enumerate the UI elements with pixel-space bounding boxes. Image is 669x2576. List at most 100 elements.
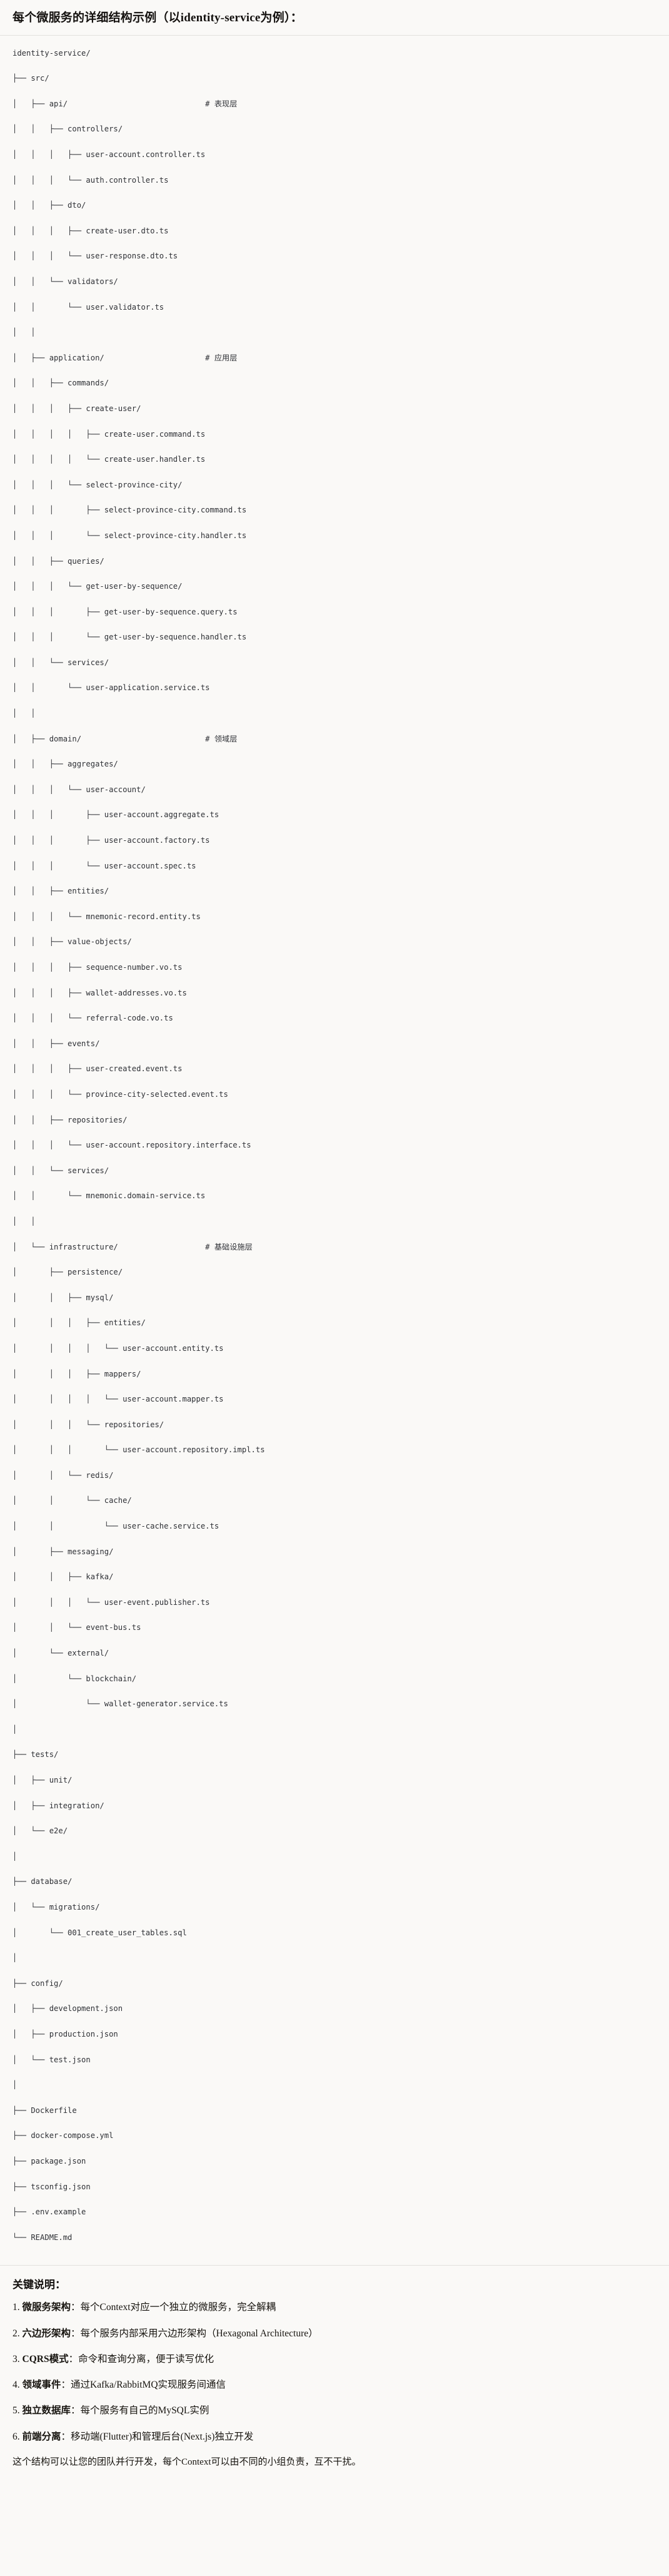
tree-line: │ │ └── cache/	[13, 1496, 132, 1505]
tree-line: │ ├── domain/ # 领域层	[13, 734, 238, 743]
tree-line: │ │ └── user.validator.ts	[13, 302, 164, 312]
page-title: 每个微服务的详细结构示例（以identity-service为例）：	[13, 11, 303, 24]
tree-line: │ │ │ ├── select-province-city.command.t…	[13, 506, 247, 515]
tree-line: │ │	[13, 709, 36, 718]
tree-line: │ │ ├── controllers/	[13, 125, 123, 134]
tree-line: │ └── 001_create_user_tables.sql	[13, 1928, 187, 1937]
tree-line: │ │ │ ├── entities/	[13, 1318, 146, 1328]
tree-line: │ │ │ └── referral-code.vo.ts	[13, 1014, 173, 1023]
tree-line: │ └── wallet-generator.service.ts	[13, 1699, 228, 1709]
tree-line: ├── tsconfig.json	[13, 2182, 91, 2191]
key-note-separator: ：	[68, 2353, 79, 2365]
document-header: 每个微服务的详细结构示例（以identity-service为例）：	[0, 0, 669, 36]
tree-line: identity-service/	[13, 48, 91, 58]
tree-line: │ │ │ └── get-user-by-sequence.handler.t…	[13, 633, 247, 642]
key-note-number: 2.	[13, 2328, 23, 2339]
tree-line: │ │ │ │ ├── create-user.command.ts	[13, 429, 206, 439]
tree-line: │ │ │ └── user-account.spec.ts	[13, 861, 196, 870]
key-note-item: 4. 领域事件：通过Kafka/RabbitMQ实现服务间通信	[13, 2378, 656, 2392]
tree-line: │ │ └── redis/	[13, 1470, 114, 1480]
tree-line: │ │ ├── queries/	[13, 556, 104, 566]
tree-line: │ │ └── services/	[13, 658, 109, 667]
tree-line: ├── docker-compose.yml	[13, 2131, 114, 2141]
tree-line: │ │ │ ├── user-created.event.ts	[13, 1064, 183, 1074]
tree-line: │ │ │ └── user-event.publisher.ts	[13, 1597, 210, 1607]
tree-line: │ │ ├── commands/	[13, 379, 109, 388]
tree-line: │ └── blockchain/	[13, 1674, 137, 1683]
tree-line: │ │ │ ├── mappers/	[13, 1369, 141, 1378]
tree-line: │ │ └── services/	[13, 1166, 109, 1175]
key-note-number: 3.	[13, 2353, 23, 2365]
key-note-item: 2. 六边形架构：每个服务内部采用六边形架构（Hexagonal Archite…	[13, 2326, 656, 2341]
key-note-term: 独立数据库	[22, 2405, 71, 2416]
tree-line: │ │ │ └── user-response.dto.ts	[13, 252, 178, 261]
key-note-separator: ：	[71, 2405, 81, 2416]
tree-line: │ │ │ └── mnemonic-record.entity.ts	[13, 912, 201, 921]
tree-line: │ └── test.json	[13, 2055, 91, 2064]
tree-line: │	[13, 1953, 18, 1963]
tree-line: │ ├── persistence/	[13, 1268, 123, 1277]
tree-line: │ ├── api/ # 表现层	[13, 99, 238, 108]
tree-line: │ │ ├── events/	[13, 1039, 100, 1048]
tree-line: └── README.md	[13, 2232, 73, 2242]
tree-line: │ │ │ └── repositories/	[13, 1420, 164, 1429]
key-note-item: 5. 独立数据库：每个服务有自己的MySQL实例	[13, 2403, 656, 2418]
tree-line: ├── package.json	[13, 2156, 86, 2166]
key-note-number: 5.	[13, 2405, 23, 2416]
tree-line: │ │ │ ├── wallet-addresses.vo.ts	[13, 988, 187, 997]
tree-line: │ │ └── mnemonic.domain-service.ts	[13, 1191, 206, 1201]
tree-line: ├── database/	[13, 1877, 73, 1886]
closing-paragraph: 这个结构可以让您的团队并行开发，每个Context可以由不同的小组负责，互不干扰…	[13, 2456, 361, 2467]
key-note-separator: ：	[61, 2431, 71, 2442]
key-note-term: 六边形架构	[22, 2328, 71, 2339]
tree-line: │ │ │ ├── sequence-number.vo.ts	[13, 963, 183, 972]
tree-line: │ │ │ └── user-account/	[13, 785, 146, 794]
key-note-description: 每个服务内部采用六边形架构（Hexagonal Architecture）	[80, 2328, 318, 2339]
tree-line: │ │ ├── value-objects/	[13, 937, 132, 947]
key-note-item: 6. 前端分离：移动端(Flutter)和管理后台(Next.js)独立开发	[13, 2430, 656, 2444]
document-page: 每个微服务的详细结构示例（以identity-service为例）： ident…	[0, 0, 669, 2481]
tree-line: │	[13, 2080, 18, 2090]
key-note-number: 1.	[13, 2302, 23, 2313]
tree-line: │ │ │ ├── create-user.dto.ts	[13, 226, 169, 235]
tree-line: │ │ │ ├── user-account.controller.ts	[13, 150, 206, 160]
key-note-item: 3. CQRS模式：命令和查询分离，便于读写优化	[13, 2352, 656, 2366]
tree-line: │ │ │ ├── user-account.aggregate.ts	[13, 810, 219, 820]
tree-line: │ │ │ ├── create-user/	[13, 404, 141, 413]
key-note-item: 1. 微服务架构：每个Context对应一个独立的微服务，完全解耦	[13, 2300, 656, 2314]
tree-line: │ ├── application/ # 应用层	[13, 353, 238, 362]
tree-line: │ │ └── validators/	[13, 277, 118, 286]
tree-line: │ ├── unit/	[13, 1776, 73, 1785]
tree-line: │ │ │ └── select-province-city/	[13, 480, 183, 489]
tree-line: │ │	[13, 328, 36, 337]
tree-line: │ ├── development.json	[13, 2004, 123, 2013]
key-note-term: 前端分离	[22, 2431, 61, 2442]
tree-line: │ │ ├── aggregates/	[13, 760, 118, 769]
tree-line: │ └── e2e/	[13, 1826, 68, 1836]
tree-line: ├── .env.example	[13, 2207, 86, 2217]
key-note-separator: ：	[71, 2328, 81, 2339]
tree-line: ├── config/	[13, 1978, 63, 1988]
tree-line: │ ├── integration/	[13, 1801, 104, 1810]
tree-line: │ │ │ └── province-city-selected.event.t…	[13, 1089, 228, 1099]
tree-line: │ │	[13, 1216, 36, 1226]
key-note-description: 每个服务有自己的MySQL实例	[80, 2405, 209, 2416]
key-note-term: 微服务架构	[22, 2302, 71, 2313]
tree-line: │ │ ├── entities/	[13, 887, 109, 896]
key-note-description: 每个Context对应一个独立的微服务，完全解耦	[80, 2302, 276, 2313]
tree-line: │ │ │ └── select-province-city.handler.t…	[13, 531, 247, 540]
tree-line: │ └── migrations/	[13, 1902, 100, 1912]
directory-tree: identity-service/ ├── src/ │ ├── api/ # …	[13, 47, 656, 2257]
tree-line: │ │ │ │ └── create-user.handler.ts	[13, 455, 206, 464]
tree-line: │ │ └── user-cache.service.ts	[13, 1522, 219, 1531]
key-note-description: 通过Kafka/RabbitMQ实现服务间通信	[71, 2380, 226, 2391]
key-note-description: 命令和查询分离，便于读写优化	[78, 2353, 214, 2365]
tree-line: │ │ │ ├── user-account.factory.ts	[13, 836, 210, 845]
tree-line: │ │ ├── repositories/	[13, 1115, 128, 1124]
tree-line: │ │ │ └── user-account.repository.impl.t…	[13, 1445, 265, 1455]
tree-line: │ │ │ └── user-account.repository.interf…	[13, 1141, 251, 1150]
tree-line: │ │ └── event-bus.ts	[13, 1623, 141, 1632]
directory-tree-block: identity-service/ ├── src/ │ ├── api/ # …	[0, 35, 669, 2266]
key-note-term: CQRS模式	[22, 2353, 69, 2365]
